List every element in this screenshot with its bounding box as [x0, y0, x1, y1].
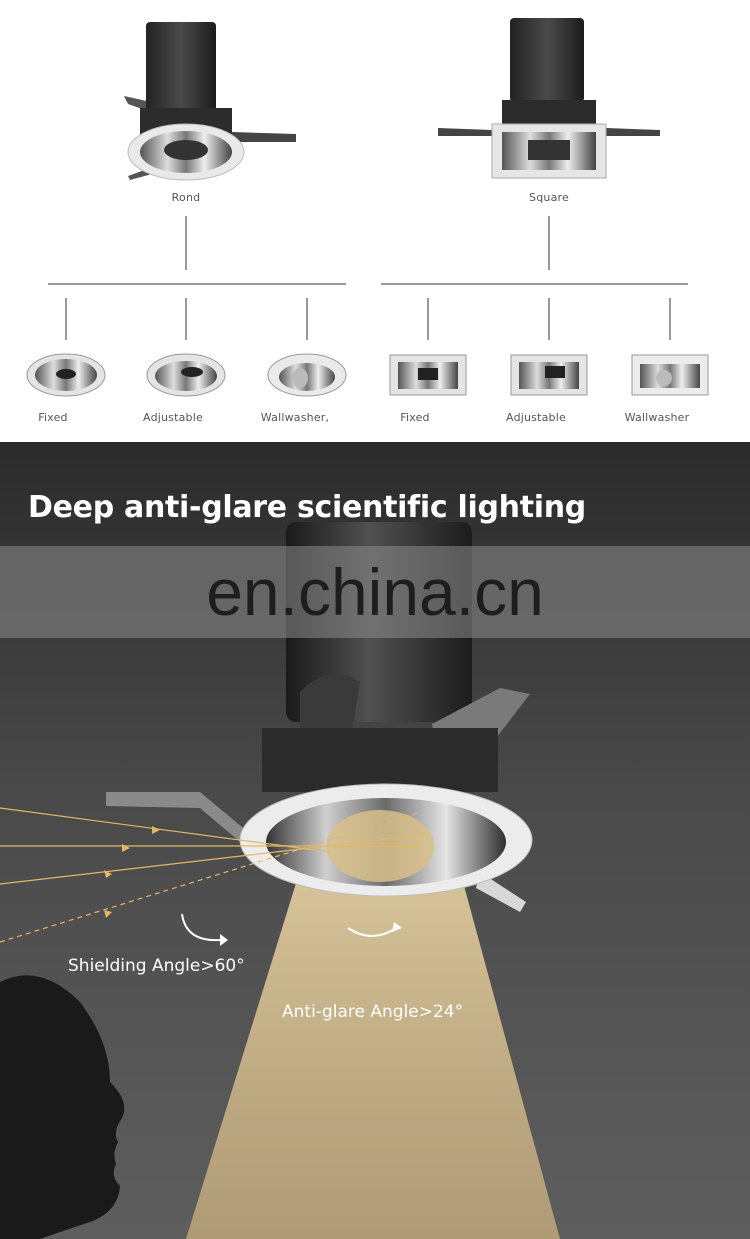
round-downlight-image — [124, 22, 296, 181]
round-wallwasher-reflector-image — [267, 353, 347, 397]
watermark-text: en.china.cn — [206, 555, 544, 629]
watermark-band — [0, 546, 750, 638]
round-fixed-reflector-image — [26, 353, 106, 397]
tree-lines — [48, 216, 688, 340]
product-variants-section: Rond Square Fixed Adjustable Wallwasher,… — [0, 0, 750, 442]
ray-arrows — [104, 826, 160, 918]
square-downlight-image — [438, 18, 660, 179]
variant-label-round-wallwasher: Wallwasher, — [260, 411, 330, 424]
light-beam — [186, 812, 560, 1239]
shielding-angle-arrow — [181, 913, 221, 942]
antiglare-angle-label: Anti-glare Angle>24° — [282, 1002, 464, 1022]
square-category-label: Square — [529, 191, 569, 204]
anti-glare-section: en.china.cn Deep anti-glare scientific l… — [0, 442, 750, 1239]
shielding-angle-label: Shielding Angle>60° — [68, 956, 245, 976]
variant-label-round-fixed: Fixed — [38, 411, 68, 424]
variant-label-square-adjustable: Adjustable — [506, 411, 566, 424]
glare-rays — [0, 807, 431, 943]
round-adjustable-reflector-image — [146, 353, 226, 397]
square-adjustable-reflector-image — [510, 354, 588, 396]
square-wallwasher-reflector-image — [631, 354, 709, 396]
variants-tree-diagram — [26, 18, 709, 397]
square-fixed-reflector-image — [389, 354, 467, 396]
variant-label-round-adjustable: Adjustable — [143, 411, 203, 424]
round-category-label: Rond — [171, 191, 201, 204]
section-headline: Deep anti-glare scientific lighting — [28, 490, 586, 525]
variant-label-square-wallwasher: Wallwasher — [624, 411, 690, 424]
antiglare-angle-arrow — [347, 927, 397, 937]
person-silhouette — [0, 975, 125, 1239]
variant-label-square-fixed: Fixed — [400, 411, 430, 424]
